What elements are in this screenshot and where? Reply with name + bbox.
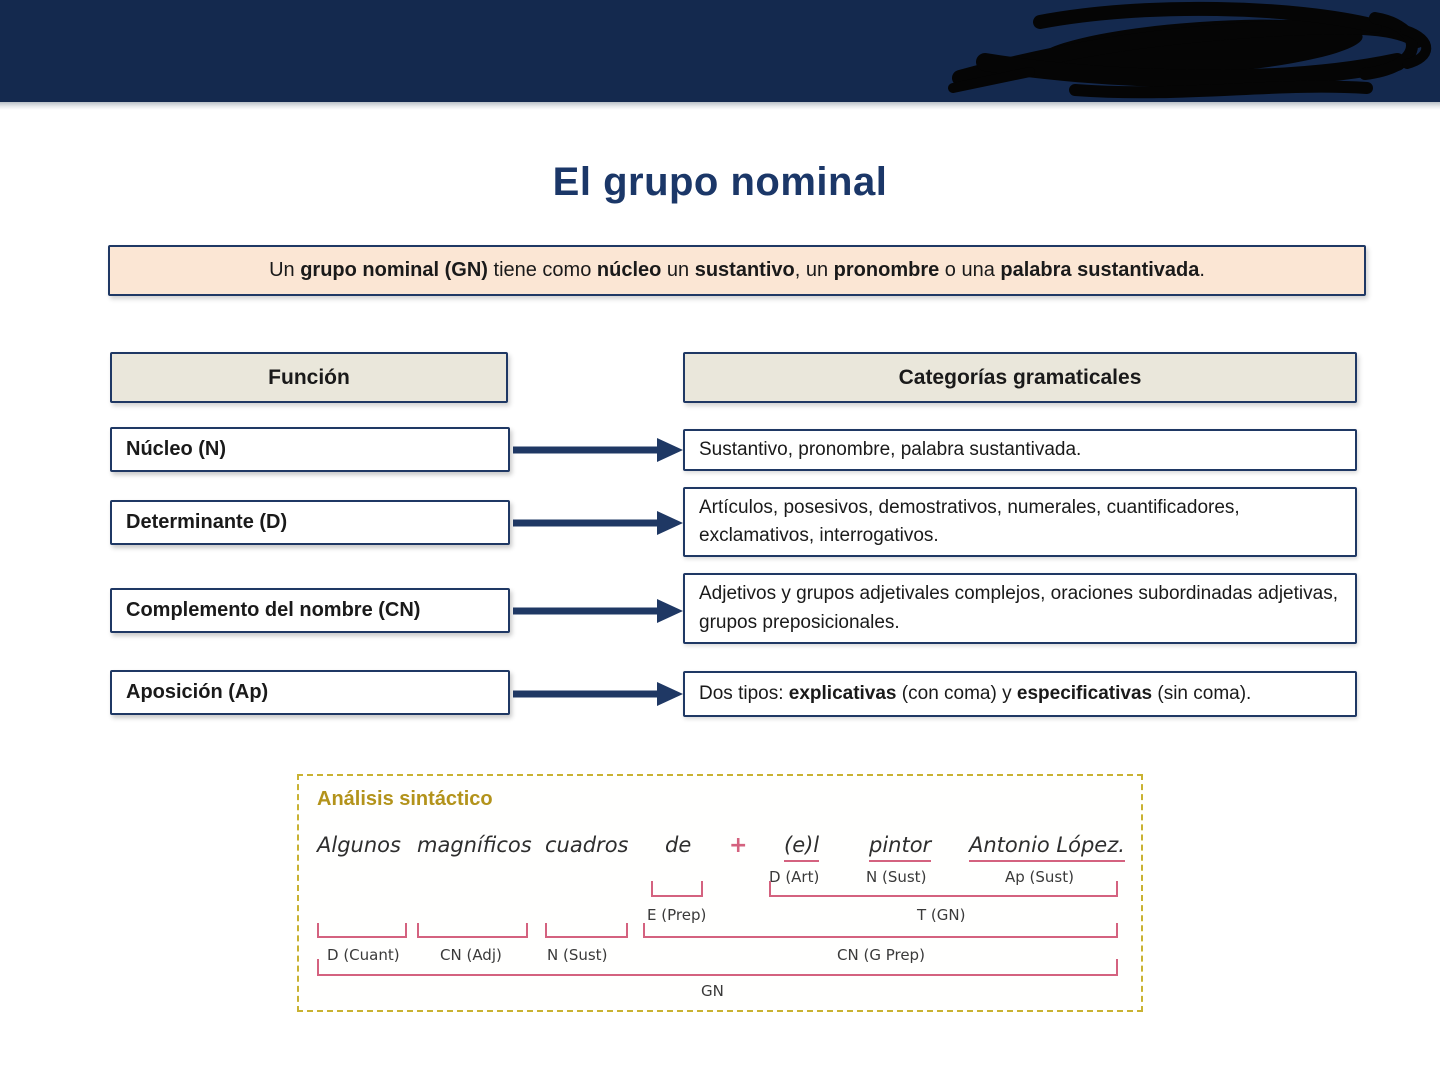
- tag-d-cuant: D (Cuant): [327, 946, 400, 964]
- tag-t-gn: T (GN): [917, 906, 966, 924]
- word-de: de: [665, 833, 692, 857]
- word-magnificos: magníficos: [417, 833, 532, 857]
- function-box-nucleo: Núcleo (N): [110, 427, 510, 472]
- bracket-n-sust: [545, 923, 628, 938]
- categories-box-determinante: Artículos, posesivos, demostrativos, num…: [683, 487, 1357, 557]
- tag-n-sust: N (Sust): [547, 946, 608, 964]
- tag-e-prep: E (Prep): [647, 906, 707, 924]
- categories-text: Adjetivos y grupos adjetivales complejos…: [699, 583, 1338, 633]
- syntactic-analysis-panel: Análisis sintáctico Algunos magníficos c…: [297, 774, 1143, 1012]
- word-cuadros: cuadros: [545, 833, 629, 857]
- categories-box-aposicion: Dos tipos: explicativas (con coma) y esp…: [683, 671, 1357, 717]
- bracket-e-prep: [651, 881, 703, 897]
- tag-gn: GN: [701, 982, 724, 1000]
- arrow-icon: [513, 438, 683, 462]
- function-box-complemento: Complemento del nombre (CN): [110, 588, 510, 633]
- bracket-t-gn: [769, 881, 1118, 897]
- analysis-title: Análisis sintáctico: [317, 788, 493, 810]
- categories-text: Sustantivo, pronombre, palabra sustantiv…: [699, 438, 1082, 460]
- bracket-d-cuant: [317, 923, 407, 938]
- tag-cn-adj: CN (Adj): [440, 946, 502, 964]
- bracket-cn-adj: [417, 923, 528, 938]
- tag-cn-gprep: CN (G Prep): [837, 946, 925, 964]
- function-box-aposicion: Aposición (Ap): [110, 670, 510, 715]
- tag-ap-sust: Ap (Sust): [1005, 868, 1074, 886]
- categories-text: Artículos, posesivos, demostrativos, num…: [699, 496, 1240, 547]
- bracket-gn: [317, 959, 1118, 976]
- categories-box-complemento: Adjetivos y grupos adjetivales complejos…: [683, 573, 1357, 644]
- categories-box-nucleo: Sustantivo, pronombre, palabra sustantiv…: [683, 429, 1357, 471]
- word-antonio-lopez: Antonio López.: [969, 833, 1125, 862]
- tag-n-sust-top: N (Sust): [866, 868, 927, 886]
- arrow-icon: [513, 511, 683, 535]
- categories-text: Dos tipos: explicativas (con coma) y esp…: [699, 682, 1252, 704]
- page-title: El grupo nominal: [552, 160, 888, 204]
- redaction-scribble-icon: [948, 1, 1432, 99]
- definition-box: Un grupo nominal (GN) tiene como núcleo …: [108, 245, 1366, 296]
- definition-text: Un grupo nominal (GN) tiene como núcleo …: [269, 259, 1205, 281]
- arrow-icon: [513, 682, 683, 706]
- column-header-categorias: Categorías gramaticales: [683, 352, 1357, 403]
- bracket-cn-gprep: [643, 923, 1118, 938]
- function-box-determinante: Determinante (D): [110, 500, 510, 545]
- column-header-funcion: Función: [110, 352, 508, 403]
- banner-shadow: [0, 102, 1440, 110]
- word-el: (e)l: [784, 833, 820, 862]
- word-algunos: Algunos: [317, 833, 401, 857]
- word-pintor: pintor: [869, 833, 932, 862]
- tag-d-art: D (Art): [769, 868, 820, 886]
- arrow-icon: [513, 599, 683, 623]
- plus-sign: +: [729, 833, 748, 858]
